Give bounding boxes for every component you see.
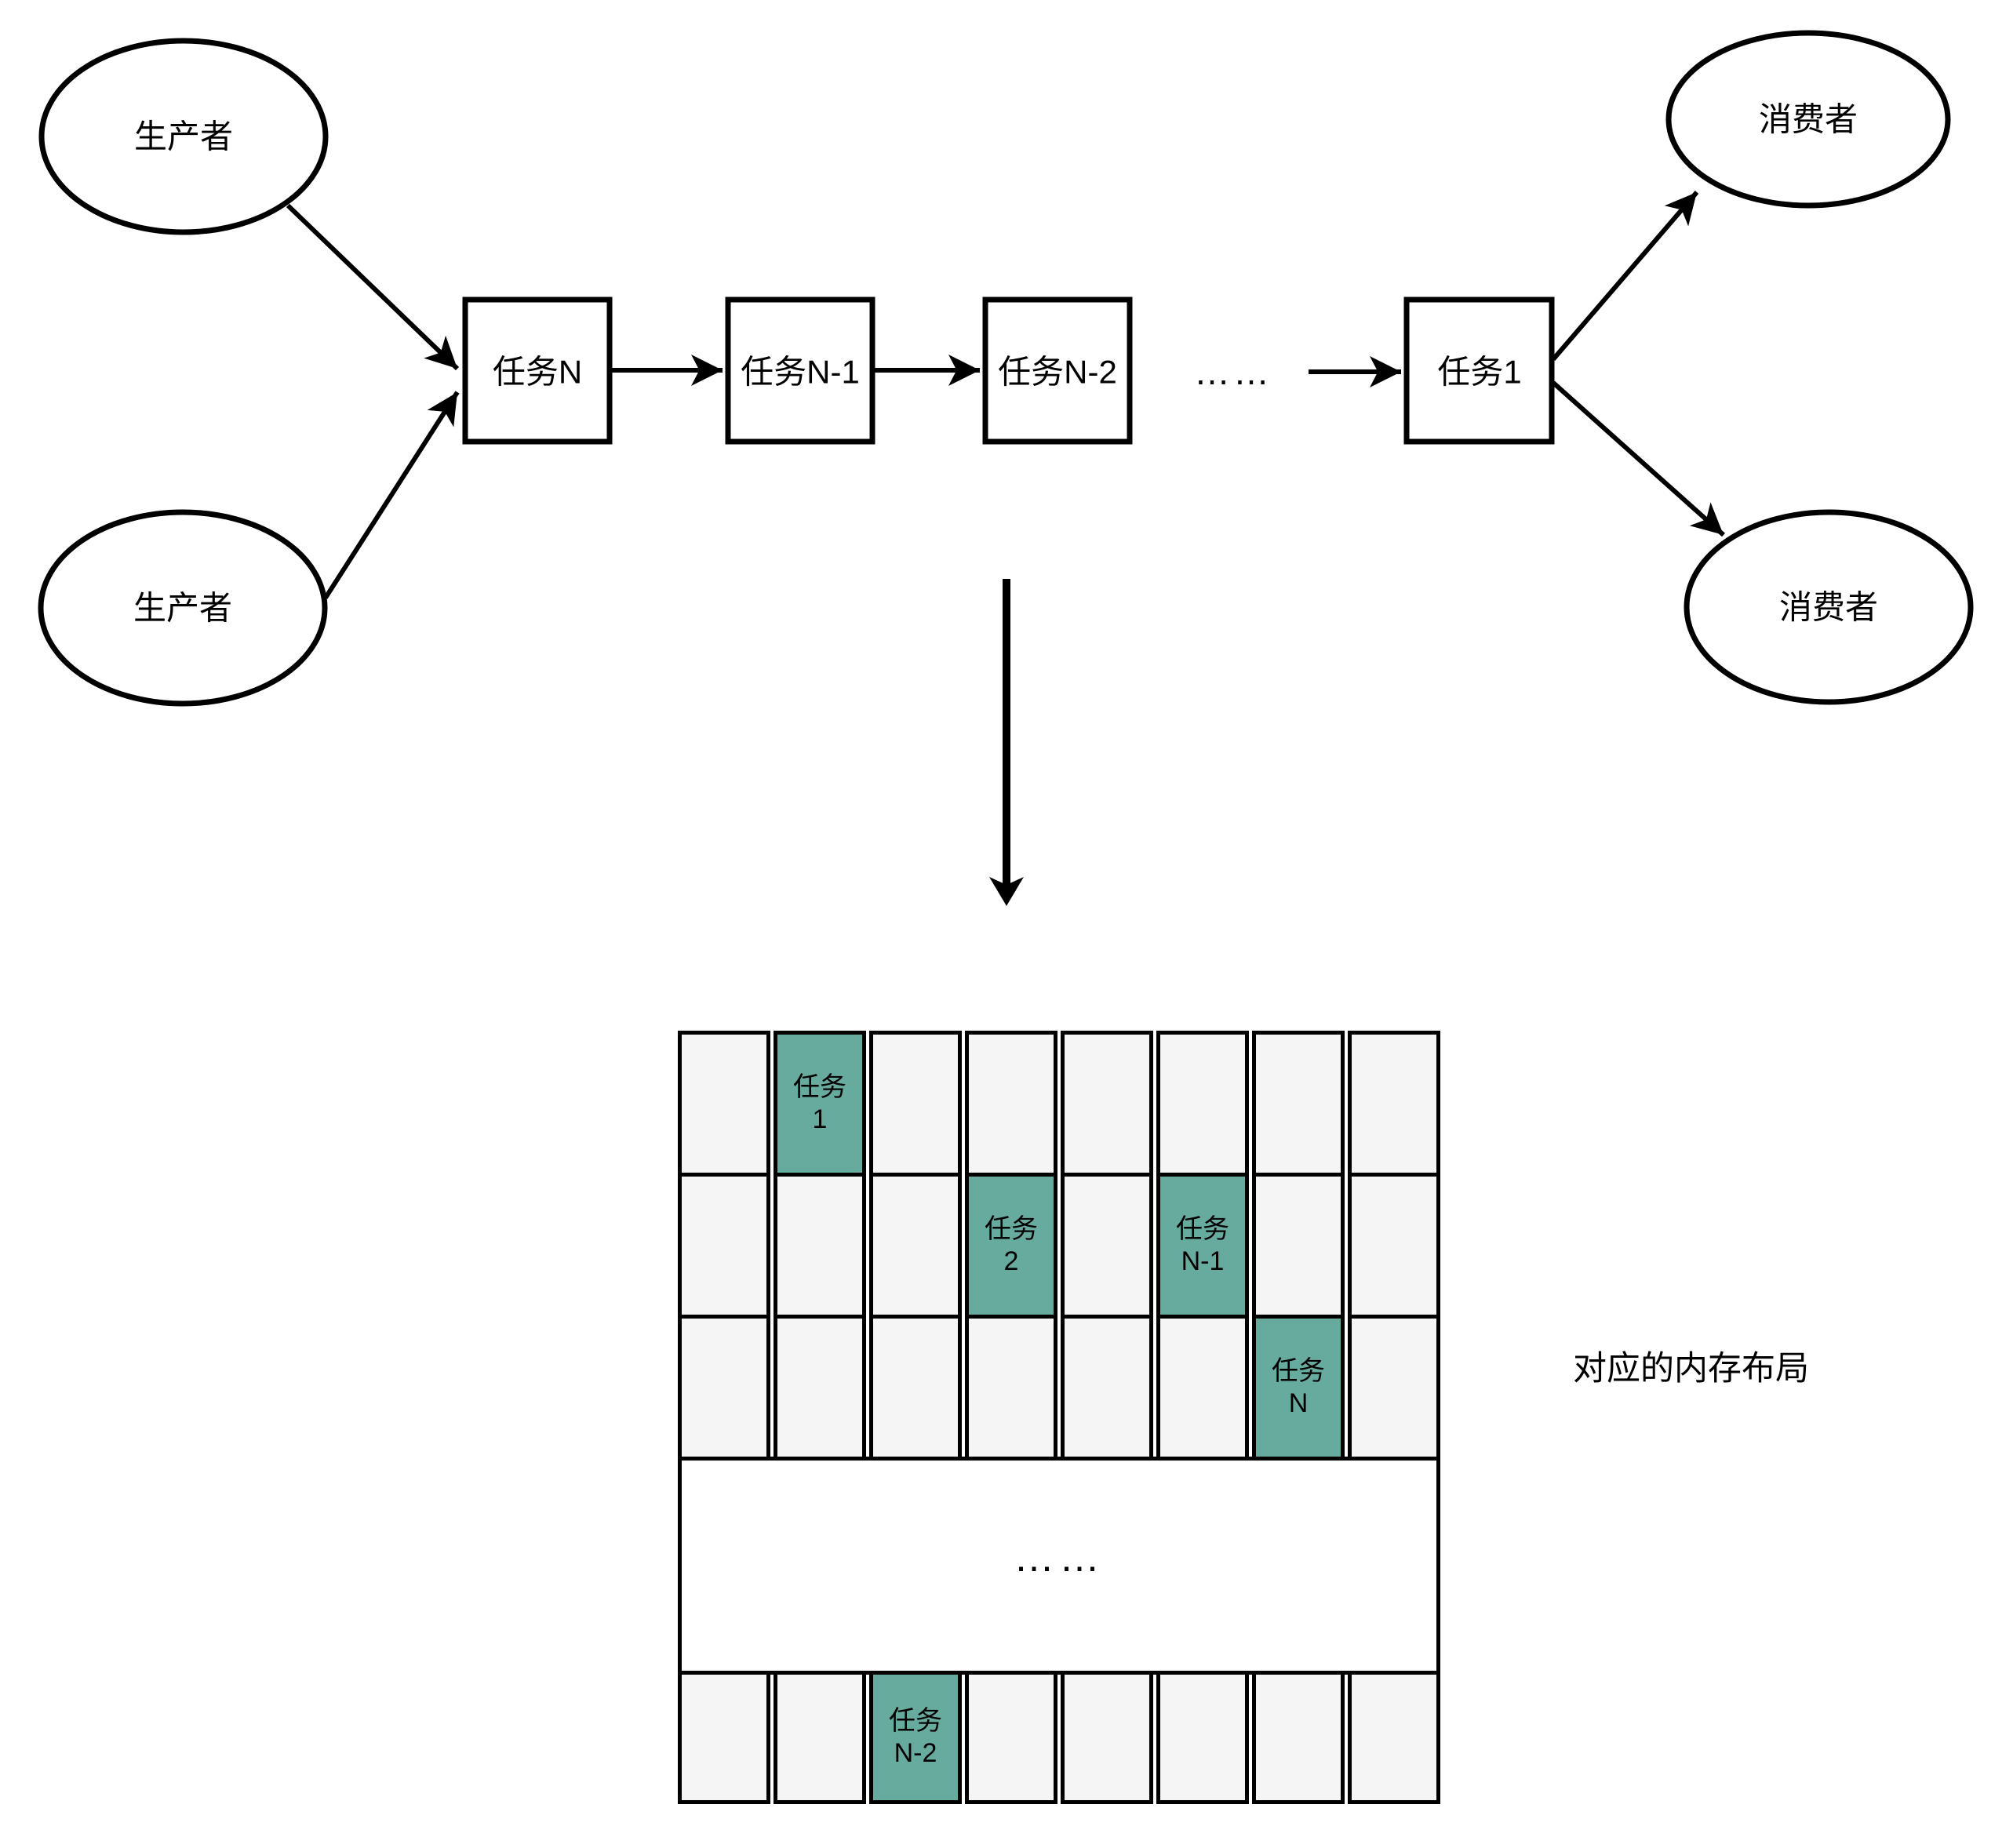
task-n-1-label: 任务N-1 — [741, 354, 860, 391]
memory-cell — [1156, 1315, 1249, 1461]
memory-cell — [1348, 1671, 1440, 1804]
memory-cell — [1156, 1671, 1249, 1804]
consumer-top-label: 消费者 — [1759, 101, 1858, 138]
producer-bottom-label: 生产者 — [133, 590, 232, 627]
memory-cell — [1348, 1315, 1440, 1461]
memory-row-ellipsis: …… — [678, 1457, 1440, 1675]
arrow-producer-top-to-task-n — [286, 203, 460, 371]
memory-cell — [869, 1173, 962, 1319]
memory-cell — [774, 1173, 866, 1319]
memory-cell — [1252, 1173, 1345, 1319]
pipeline-ellipsis: …… — [1194, 351, 1272, 392]
memory-cell — [1156, 1031, 1249, 1177]
memory-cell — [1348, 1173, 1440, 1319]
memory-cell-label: 任务 — [1176, 1214, 1229, 1245]
arrow-producer-bottom-to-task-n — [323, 391, 460, 599]
memory-cell — [965, 1671, 1057, 1804]
memory-cell-label: 1 — [812, 1104, 828, 1134]
task-n-2-label: 任务N-2 — [998, 354, 1117, 391]
memory-cell-label: N — [1288, 1388, 1309, 1418]
arrow-task-1-to-consumer-bottom — [1552, 380, 1725, 537]
producer-bottom-ellipse — [38, 509, 328, 707]
memory-cell-label: 任务 — [793, 1072, 846, 1103]
memory-cell-label: N-2 — [894, 1738, 937, 1768]
task-1-label: 任务1 — [1437, 354, 1521, 391]
memory-cell — [678, 1173, 770, 1319]
memory-cell-label: 任务 — [889, 1706, 942, 1737]
arrow-to-memory-head — [989, 877, 1024, 906]
memory-cell — [1061, 1173, 1153, 1319]
memory-cell — [678, 1671, 770, 1804]
consumer-top-ellipse — [1665, 30, 1951, 209]
task-1-box — [1403, 296, 1555, 445]
memory-cell — [1061, 1671, 1153, 1804]
memory-cell — [678, 1315, 770, 1461]
memory-cell — [869, 1315, 962, 1461]
memory-cell-label: 任务 — [985, 1214, 1038, 1245]
task-n-label: 任务N — [493, 354, 582, 391]
consumer-bottom-ellipse — [1684, 509, 1974, 705]
memory-cell — [1252, 1671, 1345, 1804]
memory-cell — [678, 1031, 770, 1177]
task-n-box — [462, 296, 613, 445]
memory-cell — [1061, 1315, 1153, 1461]
memory-cell-label: N-1 — [1181, 1246, 1225, 1276]
memory-cell — [774, 1671, 866, 1804]
memory-cell-label: 2 — [1003, 1246, 1019, 1276]
producer-top-label: 生产者 — [134, 118, 233, 155]
arrow-task-1-to-consumer-top — [1551, 191, 1699, 361]
consumer-bottom-label: 消费者 — [1779, 589, 1878, 626]
memory-cell — [965, 1031, 1057, 1177]
task-n-1-box — [725, 296, 875, 445]
memory-cell — [1348, 1031, 1440, 1177]
task-n-2-box — [982, 296, 1133, 445]
memory-cell-label: 任务 — [1272, 1356, 1325, 1387]
memory-cell — [869, 1031, 962, 1177]
memory-ellipsis-text: …… — [1014, 1535, 1105, 1581]
memory-cell — [965, 1315, 1057, 1461]
producer-top-ellipse — [38, 38, 329, 235]
memory-cell — [1061, 1031, 1153, 1177]
memory-cell — [774, 1315, 866, 1461]
memory-layout-caption: 对应的内存布局 — [1573, 1350, 1809, 1388]
memory-cell — [1252, 1031, 1345, 1177]
